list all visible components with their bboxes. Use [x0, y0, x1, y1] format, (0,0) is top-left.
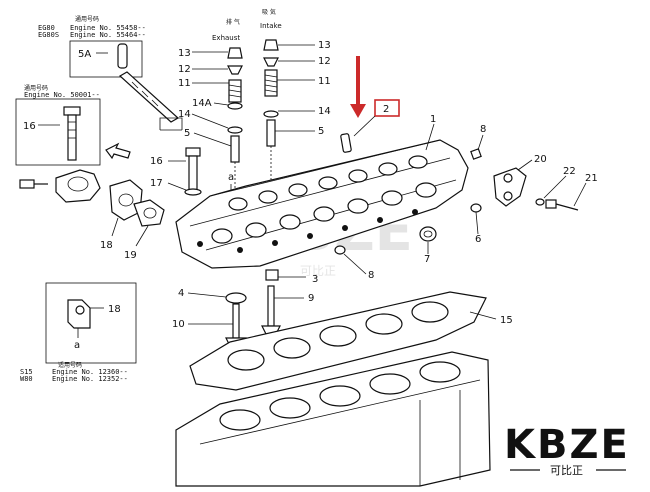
- lifting-bracket-20: [493, 167, 527, 207]
- part-2-highlight: 2: [340, 56, 400, 153]
- callout-a1: a: [228, 172, 234, 183]
- watermark-sub: 可比正: [300, 264, 336, 278]
- brand-logo-text: KBZE: [504, 422, 630, 468]
- highlight-arrow: [350, 56, 366, 118]
- callout-11a: 11: [178, 78, 191, 89]
- right-side-parts: 8 20 21 22 6 7 8: [334, 124, 598, 281]
- callout-14A: 14A: [192, 98, 212, 109]
- callout-10: 10: [172, 319, 185, 330]
- head-gasket-15: 15: [189, 291, 513, 391]
- callout-9: 9: [308, 293, 314, 304]
- callout-18a: 18: [100, 240, 113, 251]
- callout-5A: 5A: [78, 49, 91, 60]
- stud-bolt-diagonal: [118, 71, 180, 123]
- label-exhaust: Exhaust: [212, 34, 240, 42]
- thermostat-housing-group: 18 19: [19, 169, 165, 261]
- callout-a2: a: [74, 340, 80, 351]
- svg-text:适用号码: 适用号码: [58, 361, 82, 369]
- callout-14a: 14: [178, 109, 191, 120]
- note-bot-engine2: Engine No. 12352--: [52, 375, 128, 383]
- head-bolt-group: 16 17 a: [150, 117, 234, 198]
- callout-16b: 16: [150, 156, 163, 167]
- bottom-left-note: 18 a 适用号码 S15 W80 Engine No. 12360-- Eng…: [20, 282, 137, 383]
- engine-block: [175, 351, 491, 487]
- callout-5b: 5: [318, 126, 324, 137]
- callout-20: 20: [534, 154, 547, 165]
- label-intake: Intake: [260, 22, 282, 30]
- callout-15: 15: [500, 315, 513, 326]
- callout-14b: 14: [318, 106, 331, 117]
- svg-text:吸 気: 吸 気: [262, 8, 276, 16]
- brand-logo-sub: 可比正: [550, 464, 583, 477]
- callout-21: 21: [585, 173, 598, 184]
- brand-logo: KBZE 可比正: [504, 422, 630, 477]
- note-top-model2: EG80S: [38, 31, 59, 39]
- callout-18b: 18: [108, 304, 121, 315]
- callout-12b: 12: [318, 56, 331, 67]
- top-left-note: 通用号码 EG80 EG80S Engine No. 55458-- Engin…: [38, 15, 146, 78]
- note-top-model1: EG80: [38, 24, 55, 32]
- head-bosses: [197, 155, 437, 253]
- pointer-arrow: [105, 142, 131, 160]
- mid-left-note: 通用号码 Engine No. 50001-- 16: [15, 84, 101, 166]
- note-top-engine2: Engine No. 55464--: [70, 31, 146, 39]
- gasket-19: [133, 199, 165, 227]
- callout-8a: 8: [480, 124, 486, 135]
- note-box-5A: [69, 40, 143, 78]
- exhaust-valve-stack: 排 气 Exhaust 13 12 11 14A 14 5: [178, 18, 243, 215]
- callout-3: 3: [312, 274, 318, 285]
- callout-13a: 13: [178, 48, 191, 59]
- callout-16a: 16: [23, 121, 36, 132]
- note-bot-model2: W80: [20, 375, 33, 383]
- callout-4: 4: [178, 288, 184, 299]
- note-top-engine1: Engine No. 55458--: [70, 24, 146, 32]
- callout-6: 6: [475, 234, 481, 245]
- callout-19: 19: [124, 250, 137, 261]
- svg-text:排 气: 排 气: [226, 18, 240, 26]
- note-bot-model1: S15: [20, 368, 33, 376]
- note-mid-engine: Engine No. 50001--: [24, 91, 100, 99]
- callout-11b: 11: [318, 76, 331, 87]
- callout-5a: 5: [184, 128, 190, 139]
- intake-valve-stack: 吸 気 Intake 13 12 11 14 5: [260, 8, 331, 205]
- callout-8b: 8: [368, 270, 374, 281]
- note-box-16: [15, 98, 101, 166]
- callout-12a: 12: [178, 64, 191, 75]
- cylinder-head: 1: [175, 114, 469, 269]
- svg-text:通用号码: 通用号码: [75, 15, 99, 23]
- highlight-box: [374, 99, 400, 117]
- callout-2: 2: [383, 104, 389, 115]
- svg-text:通用号码: 通用号码: [24, 84, 48, 92]
- callout-1: 1: [430, 114, 436, 125]
- callout-22: 22: [563, 166, 576, 177]
- note-box-18: [45, 282, 137, 364]
- note-bot-engine1: Engine No. 12360--: [52, 368, 128, 376]
- callout-7: 7: [424, 254, 430, 265]
- callout-17: 17: [150, 178, 163, 189]
- callout-13b: 13: [318, 40, 331, 51]
